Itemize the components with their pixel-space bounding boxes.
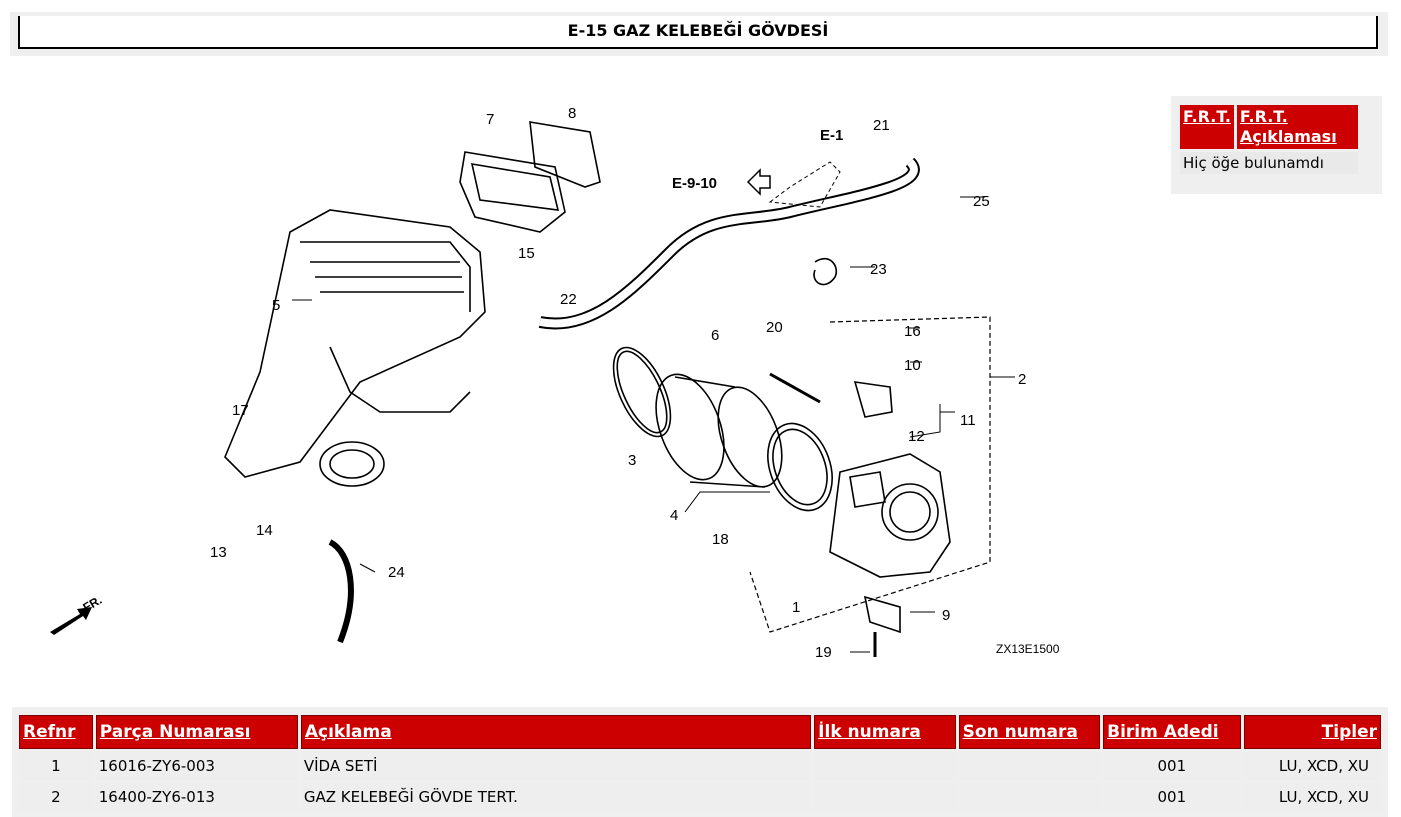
cell-part-number: 16016-ZY6-003	[95, 752, 298, 780]
callout-16: 16	[904, 323, 921, 340]
col-header-first-number[interactable]: İlk numara	[814, 715, 956, 749]
cell-first-number	[814, 783, 956, 811]
title-bar: E-15 GAZ KELEBEĞİ GÖVDESİ	[10, 12, 1388, 56]
image-code: ZX13E1500	[996, 642, 1060, 656]
filter-element	[459, 151, 566, 233]
cell-quantity: 001	[1103, 783, 1241, 811]
frt-panel: F.R.T. F.R.T. Açıklaması Hiç öğe bulunam…	[1171, 96, 1382, 194]
callout-9: 9	[942, 607, 950, 624]
callout-12: 12	[908, 428, 925, 445]
callout-14: 14	[256, 522, 273, 539]
cell-description: VİDA SETİ	[300, 752, 812, 780]
callout-17: 17	[232, 402, 249, 419]
callout-13: 13	[210, 544, 227, 561]
callout-10: 10	[904, 357, 921, 374]
frt-header[interactable]: F.R.T.	[1180, 105, 1234, 149]
parts-diagram: E-1 E-9-10 1 2 3 4 5 6 7 8 9 10 11 12 13…	[50, 105, 1060, 661]
table-row: 2 16400-ZY6-013 GAZ KELEBEĞİ GÖVDE TERT.…	[19, 783, 1381, 811]
col-header-ref[interactable]: Refnr	[19, 715, 93, 749]
callout-8: 8	[568, 105, 576, 122]
air-cleaner-housing	[224, 209, 486, 478]
callout-25: 25	[973, 193, 990, 210]
parts-panel: Refnr Parça Numarası Açıklama İlk numara…	[12, 707, 1388, 817]
parts-table: Refnr Parça Numarası Açıklama İlk numara…	[16, 712, 1384, 814]
col-header-types[interactable]: Tipler	[1243, 715, 1381, 749]
callout-7: 7	[486, 111, 494, 128]
cell-first-number	[814, 752, 956, 780]
cell-last-number	[958, 783, 1101, 811]
col-header-last-number[interactable]: Son numara	[958, 715, 1101, 749]
cell-description: GAZ KELEBEĞİ GÖVDE TERT.	[300, 783, 812, 811]
frt-table: F.R.T. F.R.T. Açıklaması Hiç öğe bulunam…	[1177, 102, 1361, 177]
callout-23: 23	[870, 261, 887, 278]
callout-6: 6	[711, 327, 719, 344]
callout-21: 21	[873, 117, 890, 134]
cell-part-number: 16400-ZY6-013	[95, 783, 298, 811]
callout-22: 22	[560, 291, 577, 308]
front-arrow-icon: FR.	[50, 593, 104, 635]
ref-label-e1: E-1	[820, 127, 843, 144]
ref-label-e910: E-9-10	[672, 175, 717, 192]
callout-18: 18	[712, 531, 729, 548]
page-title: E-15 GAZ KELEBEĞİ GÖVDESİ	[18, 16, 1378, 49]
cell-types: LU, XCD, XU	[1243, 752, 1381, 780]
cell-ref: 2	[19, 783, 93, 811]
col-header-description[interactable]: Açıklama	[300, 715, 812, 749]
col-header-part-number[interactable]: Parça Numarası	[95, 715, 298, 749]
callout-1: 1	[792, 599, 800, 616]
cell-last-number	[958, 752, 1101, 780]
callout-4: 4	[670, 507, 678, 524]
callout-19: 19	[815, 644, 832, 661]
gasket	[529, 121, 601, 188]
cell-ref: 1	[19, 752, 93, 780]
callout-15: 15	[518, 245, 535, 262]
frt-description-header[interactable]: F.R.T. Açıklaması	[1236, 105, 1358, 149]
cell-types: LU, XCD, XU	[1243, 783, 1381, 811]
callout-2: 2	[1018, 371, 1026, 388]
table-row: 1 16016-ZY6-003 VİDA SETİ 001 LU, XCD, X…	[19, 752, 1381, 780]
throttle-body	[829, 453, 951, 578]
callout-24: 24	[388, 564, 405, 581]
callout-20: 20	[766, 319, 783, 336]
col-header-quantity[interactable]: Birim Adedi	[1103, 715, 1241, 749]
callout-5: 5	[272, 297, 280, 314]
callout-3: 3	[628, 452, 636, 469]
cell-quantity: 001	[1103, 752, 1241, 780]
callout-11: 11	[960, 412, 976, 429]
frt-empty-message: Hiç öğe bulunamdı	[1180, 152, 1358, 174]
